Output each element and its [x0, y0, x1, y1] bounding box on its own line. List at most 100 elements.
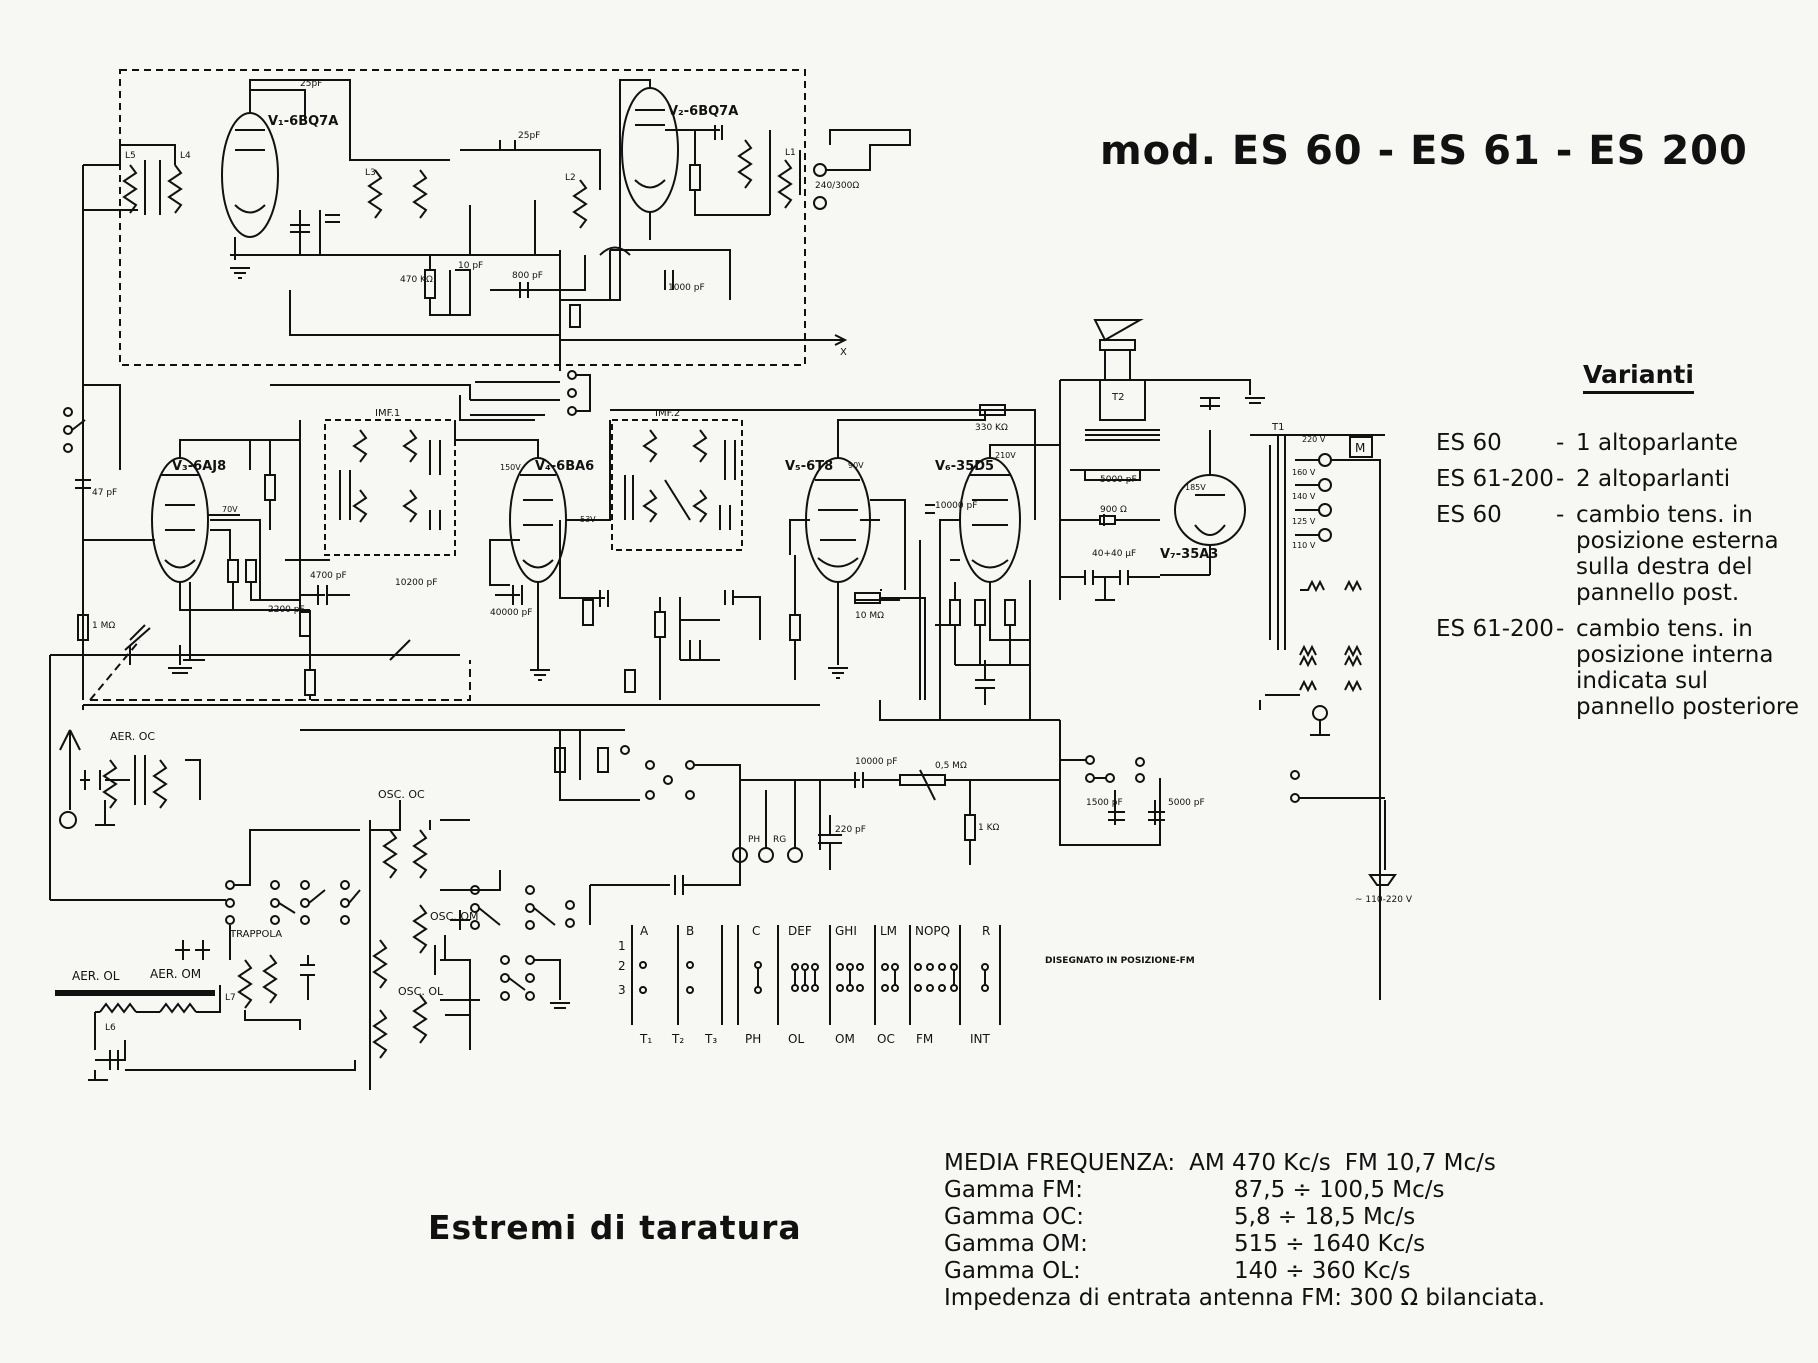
- if-label: MEDIA FREQUENZA:: [944, 1150, 1176, 1176]
- band-row: Gamma OC: 5,8 ÷ 18,5 Mc/s: [944, 1204, 1604, 1231]
- res-1m-label: 1 MΩ: [92, 621, 115, 631]
- tap-220v-label: 220 V: [1302, 435, 1326, 444]
- t2-label: T2: [1111, 392, 1124, 403]
- band-row: Gamma OM: 515 ÷ 1640 Kc/s: [944, 1231, 1604, 1258]
- variant-item: ES 60 -1 altoparlante: [1436, 430, 1806, 456]
- switch-row-1: 1: [618, 939, 626, 953]
- ifm2-label: IMF.2: [655, 408, 680, 419]
- volt-210-label: 210V: [995, 451, 1016, 460]
- tap-125v-label: 125 V: [1292, 517, 1316, 526]
- switch-foot-fm: FM: [916, 1032, 933, 1046]
- rg-jack-label: RG: [773, 835, 786, 845]
- coil-l5-label: L5: [125, 151, 136, 161]
- page-title: mod. ES 60 - ES 61 - ES 200: [1100, 128, 1748, 174]
- ph-jack-label: PH: [748, 835, 760, 845]
- ifm1-label: IMF.1: [375, 408, 400, 419]
- switch-foot-int: INT: [970, 1032, 991, 1046]
- cap-47pf-label: 47 pF: [92, 488, 117, 498]
- varianti-heading: Varianti: [1583, 360, 1694, 394]
- pot-05m-label: 0,5 MΩ: [935, 761, 967, 771]
- volt-185-label: 185V: [1185, 483, 1206, 492]
- tube-v2-label: V₂-6BQ7A: [668, 104, 738, 119]
- osc-oc-label: OSC. OC: [378, 788, 425, 801]
- cap-1000pf-label: 1000 pF: [668, 283, 705, 293]
- tube-v5-label: V₅-6T8: [785, 459, 833, 474]
- switch-foot-t3: T₃: [704, 1032, 717, 1046]
- switch-foot-om: OM: [835, 1032, 855, 1046]
- res-900-label: 900 Ω: [1100, 505, 1127, 515]
- band-value: 140 ÷ 360 Kc/s: [1234, 1258, 1411, 1284]
- switch-col-c: C: [752, 924, 760, 938]
- switch-col-a: A: [640, 924, 649, 938]
- variant-desc: cambio tens. in posizione esterna sulla …: [1576, 502, 1779, 606]
- coil-l4-label: L4: [180, 151, 191, 161]
- switch-col-lm: LM: [880, 924, 897, 938]
- trappola-label: TRAPPOLA: [229, 929, 282, 940]
- cap-4700pf-label: 4700 pF: [310, 571, 347, 581]
- switch-row-2: 2: [618, 959, 626, 973]
- switch-col-ghi: GHI: [835, 924, 857, 938]
- coil-l2-label: L2: [565, 173, 576, 183]
- coil-l6-label: L6: [105, 1023, 116, 1033]
- cap-25pf2-label: 25pF: [518, 131, 540, 141]
- mains-label: ~ 110-220 V: [1355, 895, 1413, 905]
- switch-row-3: 3: [618, 983, 626, 997]
- t1-label: T1: [1271, 422, 1284, 433]
- coil-l3-label: L3: [365, 168, 376, 178]
- switch-table-contacts: [639, 961, 989, 994]
- cap-800pf-label: 800 pF: [512, 271, 543, 281]
- cap-5000pf2-label: 5000 pF: [1168, 798, 1205, 808]
- rf-tuner-box: [119, 69, 806, 366]
- tube-v3-label: V₃-6AJ8: [172, 459, 226, 474]
- variant-item: ES 61-200 -2 altoparlanti: [1436, 466, 1806, 492]
- tap-160v-label: 160 V: [1292, 468, 1316, 477]
- volt-53-label: 53V: [580, 515, 596, 524]
- tap-110v-label: 110 V: [1292, 541, 1316, 550]
- band-label: Gamma OC:: [944, 1204, 1085, 1230]
- cap-10000pf2-label: 10000 pF: [855, 757, 897, 767]
- aer-oc-label: AER. OC: [110, 730, 155, 743]
- volt-70-label: 70V: [222, 505, 238, 514]
- band-label: Gamma OL:: [944, 1258, 1081, 1284]
- motor-m-label: M: [1355, 441, 1365, 455]
- band-label: Gamma OM:: [944, 1231, 1088, 1257]
- variant-model: ES 60: [1436, 502, 1502, 528]
- band-value: 515 ÷ 1640 Kc/s: [1234, 1231, 1426, 1257]
- variant-desc: 2 altoparlanti: [1576, 466, 1731, 492]
- calibration-specs: MEDIA FREQUENZA: AM 470 Kc/s FM 10,7 Mc/…: [944, 1150, 1604, 1312]
- switch-col-r: R: [982, 924, 990, 938]
- band-value: 5,8 ÷ 18,5 Mc/s: [1234, 1204, 1416, 1230]
- switch-foot-t2: T₂: [671, 1032, 684, 1046]
- band-row: Gamma FM: 87,5 ÷ 100,5 Mc/s: [944, 1177, 1604, 1204]
- cap-5000pf-label: 5000 pF: [1100, 475, 1137, 485]
- variant-item: ES 61-200 -cambio tens. in posizione int…: [1436, 616, 1806, 720]
- cap-40-40-label: 40+40 μF: [1092, 549, 1136, 559]
- band-row: Gamma OL: 140 ÷ 360 Kc/s: [944, 1258, 1604, 1285]
- switch-foot-oc: OC: [877, 1032, 895, 1046]
- if-am: AM 470 Kc/s: [1189, 1150, 1331, 1176]
- if-row: MEDIA FREQUENZA: AM 470 Kc/s FM 10,7 Mc/…: [944, 1150, 1604, 1177]
- coil-l1-label: L1: [785, 148, 796, 158]
- variant-model: ES 61-200: [1436, 466, 1554, 492]
- tap-140v-label: 140 V: [1292, 492, 1316, 501]
- cap-10000pf-label: 10000 pF: [935, 501, 977, 511]
- cap-2200pf-label: 2200 pF: [268, 605, 305, 615]
- res-10m-label: 10 MΩ: [855, 611, 884, 621]
- switch-foot-t1: T₁: [639, 1032, 652, 1046]
- cap-1500pf-label: 1500 pF: [1086, 798, 1123, 808]
- impedance-text: Impedenza di entrata antenna FM: 300 Ω b…: [944, 1285, 1545, 1311]
- tube-v4-label: V₄-6BA6: [535, 459, 594, 474]
- volt-90-label: 90V: [848, 461, 864, 470]
- varianti-list: ES 60 -1 altoparlante ES 61-200 -2 altop…: [1436, 430, 1806, 730]
- osc-om-label: OSC. OM: [430, 910, 478, 923]
- osc-ol-label: OSC. OL: [398, 985, 444, 998]
- aer-om-label: AER. OM: [150, 967, 201, 981]
- coil-l7-label: L7: [225, 993, 236, 1003]
- taratura-heading: Estremi di taratura: [428, 1208, 802, 1247]
- cap-10200pf-label: 10200 pF: [395, 578, 437, 588]
- drawing-note: DISEGNATO IN POSIZIONE-FM: [1045, 956, 1195, 966]
- res-470k-label: 470 KΩ: [400, 275, 433, 285]
- aer-ol-label: AER. OL: [72, 969, 120, 983]
- switch-col-b: B: [686, 924, 694, 938]
